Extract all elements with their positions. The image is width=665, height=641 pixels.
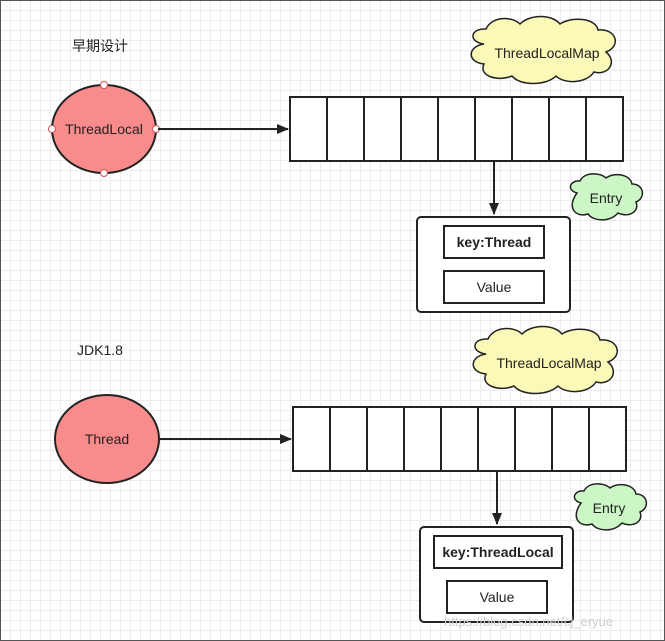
- entry-callout: Entry: [569, 173, 644, 221]
- connection-handle: [48, 125, 56, 133]
- map-slot: [440, 406, 479, 472]
- map-slot: [551, 406, 590, 472]
- key-field: [433, 535, 563, 569]
- map-label: ThreadLocalMap: [494, 45, 599, 61]
- section-jdk18: JDK1.8 Thread ThreadLocalMap key:ThreadL: [54, 325, 648, 623]
- entry-label: Entry: [590, 190, 623, 206]
- entry-label: Entry: [593, 500, 626, 516]
- threadlocal-node: ThreadLocal: [48, 81, 160, 177]
- map-slot: [477, 406, 516, 472]
- map-slot: [363, 96, 402, 162]
- cloud-shape: [569, 173, 644, 221]
- map-array: [289, 96, 624, 162]
- value-field: [446, 580, 548, 614]
- thread-node: Thread: [54, 394, 160, 484]
- map-slot: [292, 406, 331, 472]
- map-slot: [403, 406, 442, 472]
- map-slot: [326, 96, 365, 162]
- node-label: ThreadLocal: [65, 121, 143, 137]
- connection-handle: [100, 169, 108, 177]
- map-slot: [400, 96, 439, 162]
- key-label: key:ThreadLocal: [442, 544, 553, 560]
- threadlocalmap-callout: ThreadLocalMap: [470, 15, 616, 85]
- map-slot: [548, 96, 587, 162]
- entry-callout: Entry: [573, 483, 648, 531]
- node-label: Thread: [85, 431, 129, 447]
- key-field: [443, 225, 545, 259]
- map-slot: [514, 406, 553, 472]
- cloud-shape: [470, 15, 616, 85]
- cloud-shape: [573, 483, 648, 531]
- threadlocalmap-callout: ThreadLocalMap: [472, 325, 618, 395]
- map-slot: [366, 406, 405, 472]
- key-label: key:Thread: [457, 234, 532, 250]
- value-field: [443, 270, 545, 304]
- entry-box: key:ThreadLocal Value: [419, 526, 574, 623]
- value-label: Value: [480, 589, 515, 605]
- connection-handle: [100, 81, 108, 89]
- map-label: ThreadLocalMap: [496, 355, 601, 371]
- thread-ellipse: [54, 394, 160, 484]
- map-slot: [289, 96, 328, 162]
- map-slot: [329, 406, 368, 472]
- map-slot: [585, 96, 624, 162]
- map-slot: [474, 96, 513, 162]
- section-caption: 早期设计: [72, 38, 128, 54]
- section-early-design: 早期设计 ThreadLocal ThreadLocalMap: [48, 15, 644, 313]
- value-label: Value: [477, 279, 512, 295]
- entry-box: key:Thread Value: [416, 216, 571, 313]
- map-slot: [437, 96, 476, 162]
- map-array: [292, 406, 627, 472]
- map-slot: [511, 96, 550, 162]
- cloud-shape: [472, 325, 618, 395]
- map-slot: [588, 406, 627, 472]
- watermark: https://blog.csdn.net/cj_eryue: [444, 614, 613, 629]
- section-caption: JDK1.8: [77, 342, 123, 358]
